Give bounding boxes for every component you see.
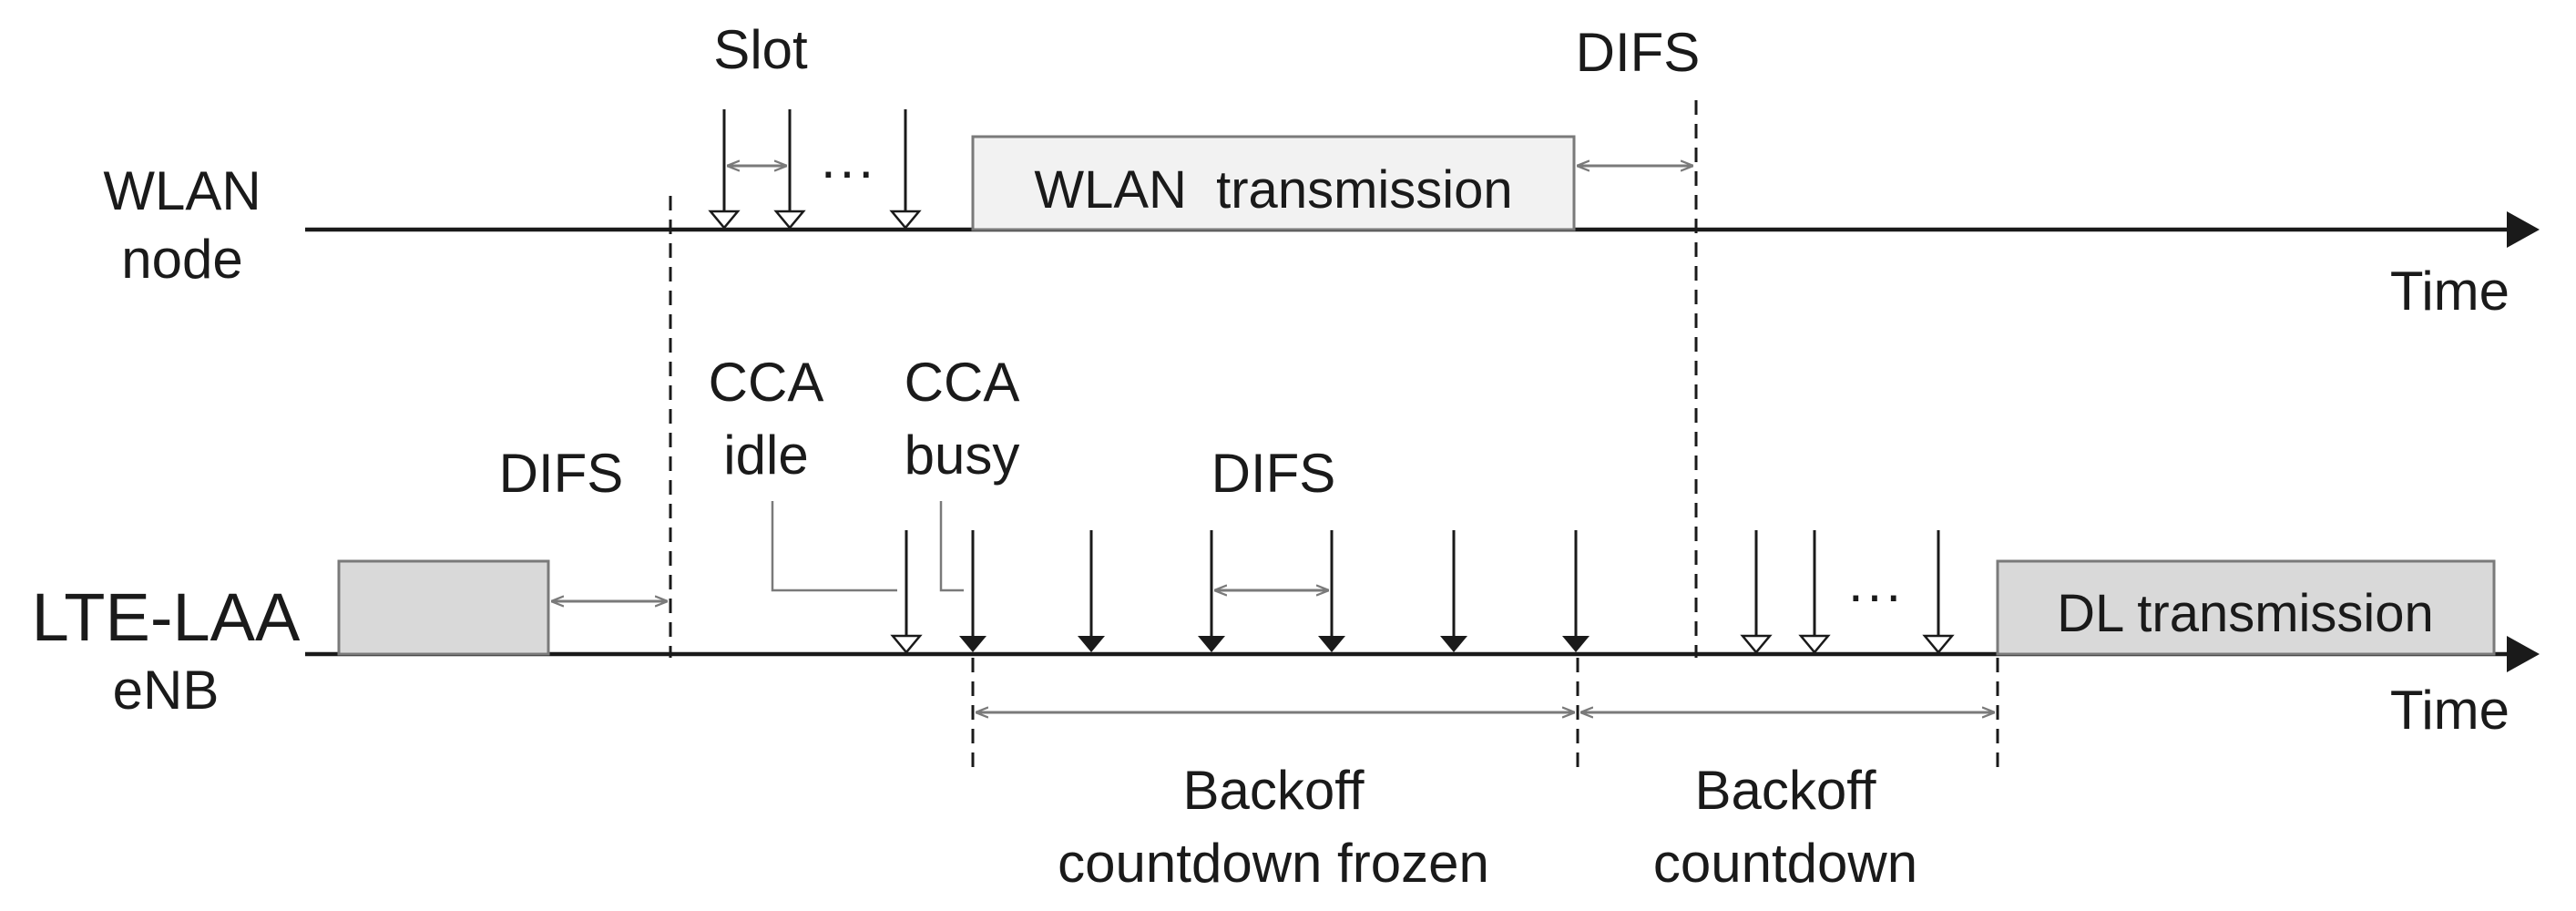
backoff-countdown-ellipsis: ... bbox=[1848, 552, 1905, 613]
lte-difs-label: DIFS bbox=[499, 443, 624, 504]
wlan-difs-label: DIFS bbox=[1576, 22, 1701, 83]
cca-idle-label-line2: idle bbox=[723, 425, 808, 486]
cca-idle-leader bbox=[771, 501, 897, 592]
wlan-node-label-line1: WLAN bbox=[103, 160, 261, 221]
backoff-countdown-label-line2: countdown bbox=[1653, 833, 1917, 894]
wlan-transmission-box: WLAN transmission bbox=[971, 135, 1576, 231]
dl-transmission-label: DL transmission bbox=[2057, 584, 2434, 643]
wlan-slot-ellipsis: ... bbox=[821, 128, 877, 189]
lte-time-label: Time bbox=[2390, 680, 2510, 741]
mid-difs-label: DIFS bbox=[1211, 443, 1336, 504]
lte-laa-label-line2: eNB bbox=[113, 660, 220, 721]
cca-busy-label-line1: CCA bbox=[905, 352, 1020, 413]
backoff-countdown-arrows bbox=[1740, 530, 1955, 654]
cca-busy-label-line2: busy bbox=[905, 425, 1020, 486]
backoff-countdown-label-line1: Backoff bbox=[1694, 760, 1876, 821]
dl-transmission-box: DL transmission bbox=[1996, 559, 2496, 656]
wlan-transmission-label: WLAN transmission bbox=[1034, 160, 1512, 220]
cca-busy-leader bbox=[939, 501, 964, 592]
backoff-frozen-arrows bbox=[959, 530, 1590, 652]
backoff-frozen-label-line2: countdown frozen bbox=[1058, 833, 1489, 894]
slot-label: Slot bbox=[713, 19, 808, 80]
cca-idle-label-line1: CCA bbox=[709, 352, 824, 413]
lte-laa-label-line1: LTE-LAA bbox=[32, 579, 301, 655]
wlan-time-label: Time bbox=[2390, 261, 2510, 322]
cca-idle-arrow bbox=[890, 530, 923, 654]
lte-previous-transmission-box bbox=[337, 559, 550, 656]
backoff-frozen-label-line1: Backoff bbox=[1182, 760, 1364, 821]
wlan-slot-arrows bbox=[708, 109, 922, 230]
wlan-node-label-line2: node bbox=[121, 229, 242, 290]
